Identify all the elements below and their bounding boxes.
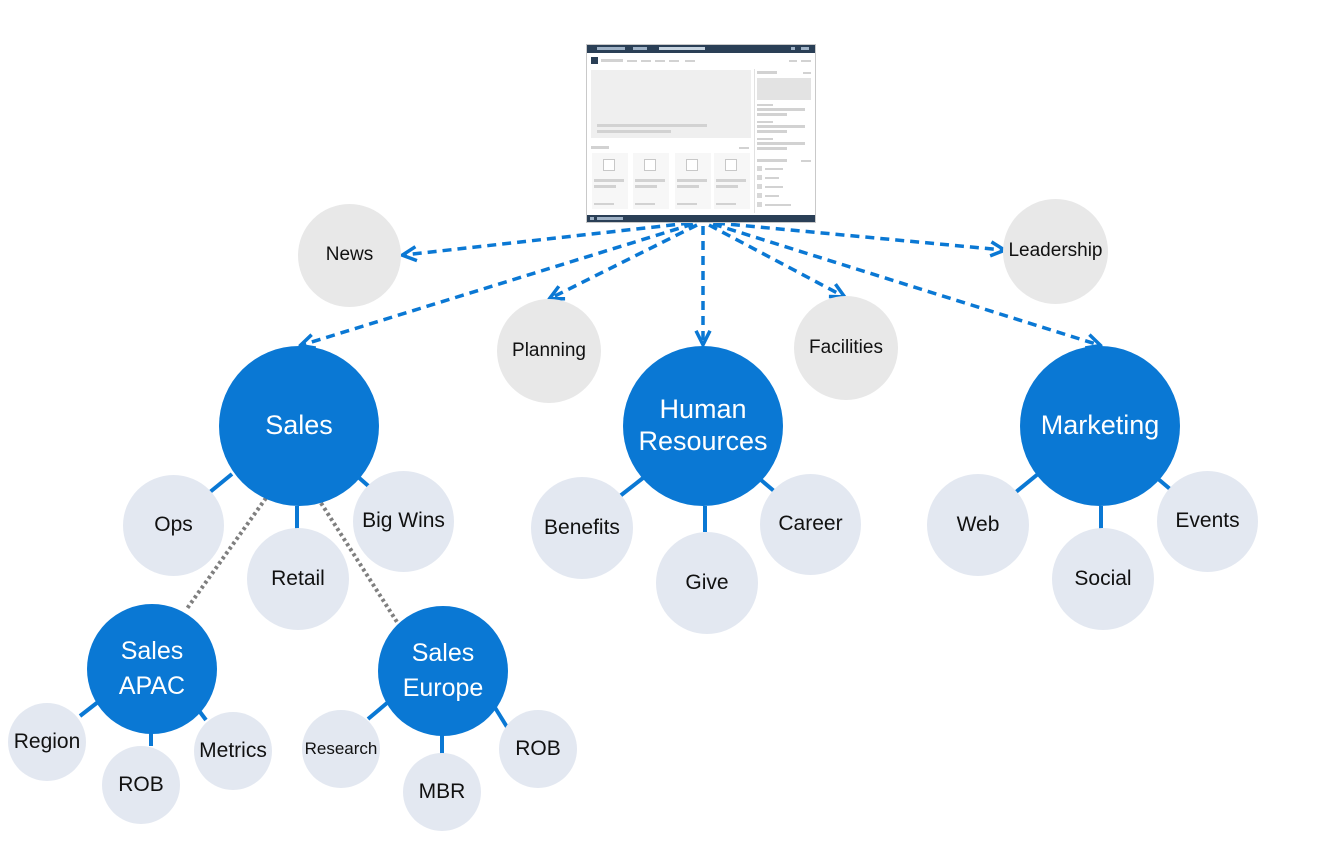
spoke-hr-career <box>759 478 776 493</box>
node-sales-europe-label: Sales Europe <box>402 639 484 702</box>
thumbnail-suite-bar <box>587 45 815 53</box>
node-ops-label: Ops <box>154 513 193 537</box>
node-rob-europe-label: ROB <box>515 736 561 760</box>
node-research-label: Research <box>304 738 378 758</box>
spoke-marketing-web <box>1014 472 1040 494</box>
node-metrics[interactable]: Metrics <box>194 712 272 790</box>
node-career[interactable]: Career <box>760 474 861 575</box>
node-mbr[interactable]: MBR <box>403 753 481 831</box>
node-planning[interactable]: Planning <box>497 299 601 403</box>
node-give[interactable]: Give <box>656 532 758 634</box>
node-research[interactable]: Research <box>302 710 380 788</box>
node-benefits[interactable]: Benefits <box>531 477 633 579</box>
node-planning-label: Planning <box>512 339 586 361</box>
node-sales-label: Sales <box>265 410 333 441</box>
node-retail-label: Retail <box>271 566 325 590</box>
node-facilities[interactable]: Facilities <box>794 296 898 400</box>
node-give-label: Give <box>685 570 729 594</box>
dotted-sales-apac <box>184 496 268 612</box>
node-sales-europe[interactable]: Sales Europe <box>378 606 508 736</box>
thumbnail-footer <box>587 215 815 222</box>
node-news-label: News <box>325 244 374 266</box>
arrow-to-facilities <box>708 223 843 296</box>
thumbnail-hero <box>591 70 751 138</box>
hub-association-arrows <box>302 221 1099 345</box>
node-leadership-label: Leadership <box>1008 240 1103 262</box>
node-sales-apac[interactable]: Sales APAC <box>87 604 217 734</box>
node-events[interactable]: Events <box>1157 471 1258 572</box>
node-human-resources[interactable]: Human Resources <box>623 346 783 506</box>
arrow-to-news <box>404 221 691 255</box>
node-web-label: Web <box>956 512 1000 536</box>
thumbnail-site-logo <box>591 57 598 64</box>
node-social[interactable]: Social <box>1052 528 1154 630</box>
spoke-sales-ops <box>208 472 234 494</box>
site-screenshot-thumbnail <box>587 45 815 222</box>
node-sales-apac-label: Sales APAC <box>118 637 186 700</box>
node-human-resources-label: Human Resources <box>638 394 768 456</box>
spoke-hr-benefits <box>618 476 645 498</box>
associated-hub-links <box>184 496 399 624</box>
arrow-to-leadership <box>715 221 1003 250</box>
node-big-wins[interactable]: Big Wins <box>353 471 454 572</box>
arrow-to-marketing <box>712 222 1099 345</box>
node-region[interactable]: Region <box>8 703 86 781</box>
spoke-europe-rob <box>492 704 509 729</box>
node-rob-europe[interactable]: ROB <box>499 710 577 788</box>
node-facilities-label: Facilities <box>809 336 883 358</box>
node-rob-apac-label: ROB <box>118 772 164 796</box>
node-retail[interactable]: Retail <box>247 528 349 630</box>
node-benefits-label: Benefits <box>544 515 620 539</box>
node-events-label: Events <box>1175 509 1240 533</box>
node-marketing-label: Marketing <box>1040 410 1160 441</box>
node-metrics-label: Metrics <box>199 738 267 762</box>
spoke-europe-research <box>366 701 389 721</box>
arrow-to-sales <box>302 222 694 345</box>
node-career-label: Career <box>778 512 843 536</box>
node-marketing[interactable]: Marketing <box>1020 346 1180 506</box>
node-ops[interactable]: Ops <box>123 475 224 576</box>
node-sales[interactable]: Sales <box>219 346 379 506</box>
node-leadership[interactable]: Leadership <box>1003 199 1108 304</box>
node-rob-apac[interactable]: ROB <box>102 746 180 824</box>
node-region-label: Region <box>13 729 81 753</box>
node-big-wins-label: Big Wins <box>362 509 445 533</box>
node-news[interactable]: News <box>298 204 401 307</box>
node-web[interactable]: Web <box>927 474 1029 576</box>
node-social-label: Social <box>1074 566 1132 590</box>
arrow-to-planning <box>551 223 698 298</box>
spoke-apac-region <box>78 700 100 718</box>
node-mbr-label: MBR <box>418 779 466 803</box>
